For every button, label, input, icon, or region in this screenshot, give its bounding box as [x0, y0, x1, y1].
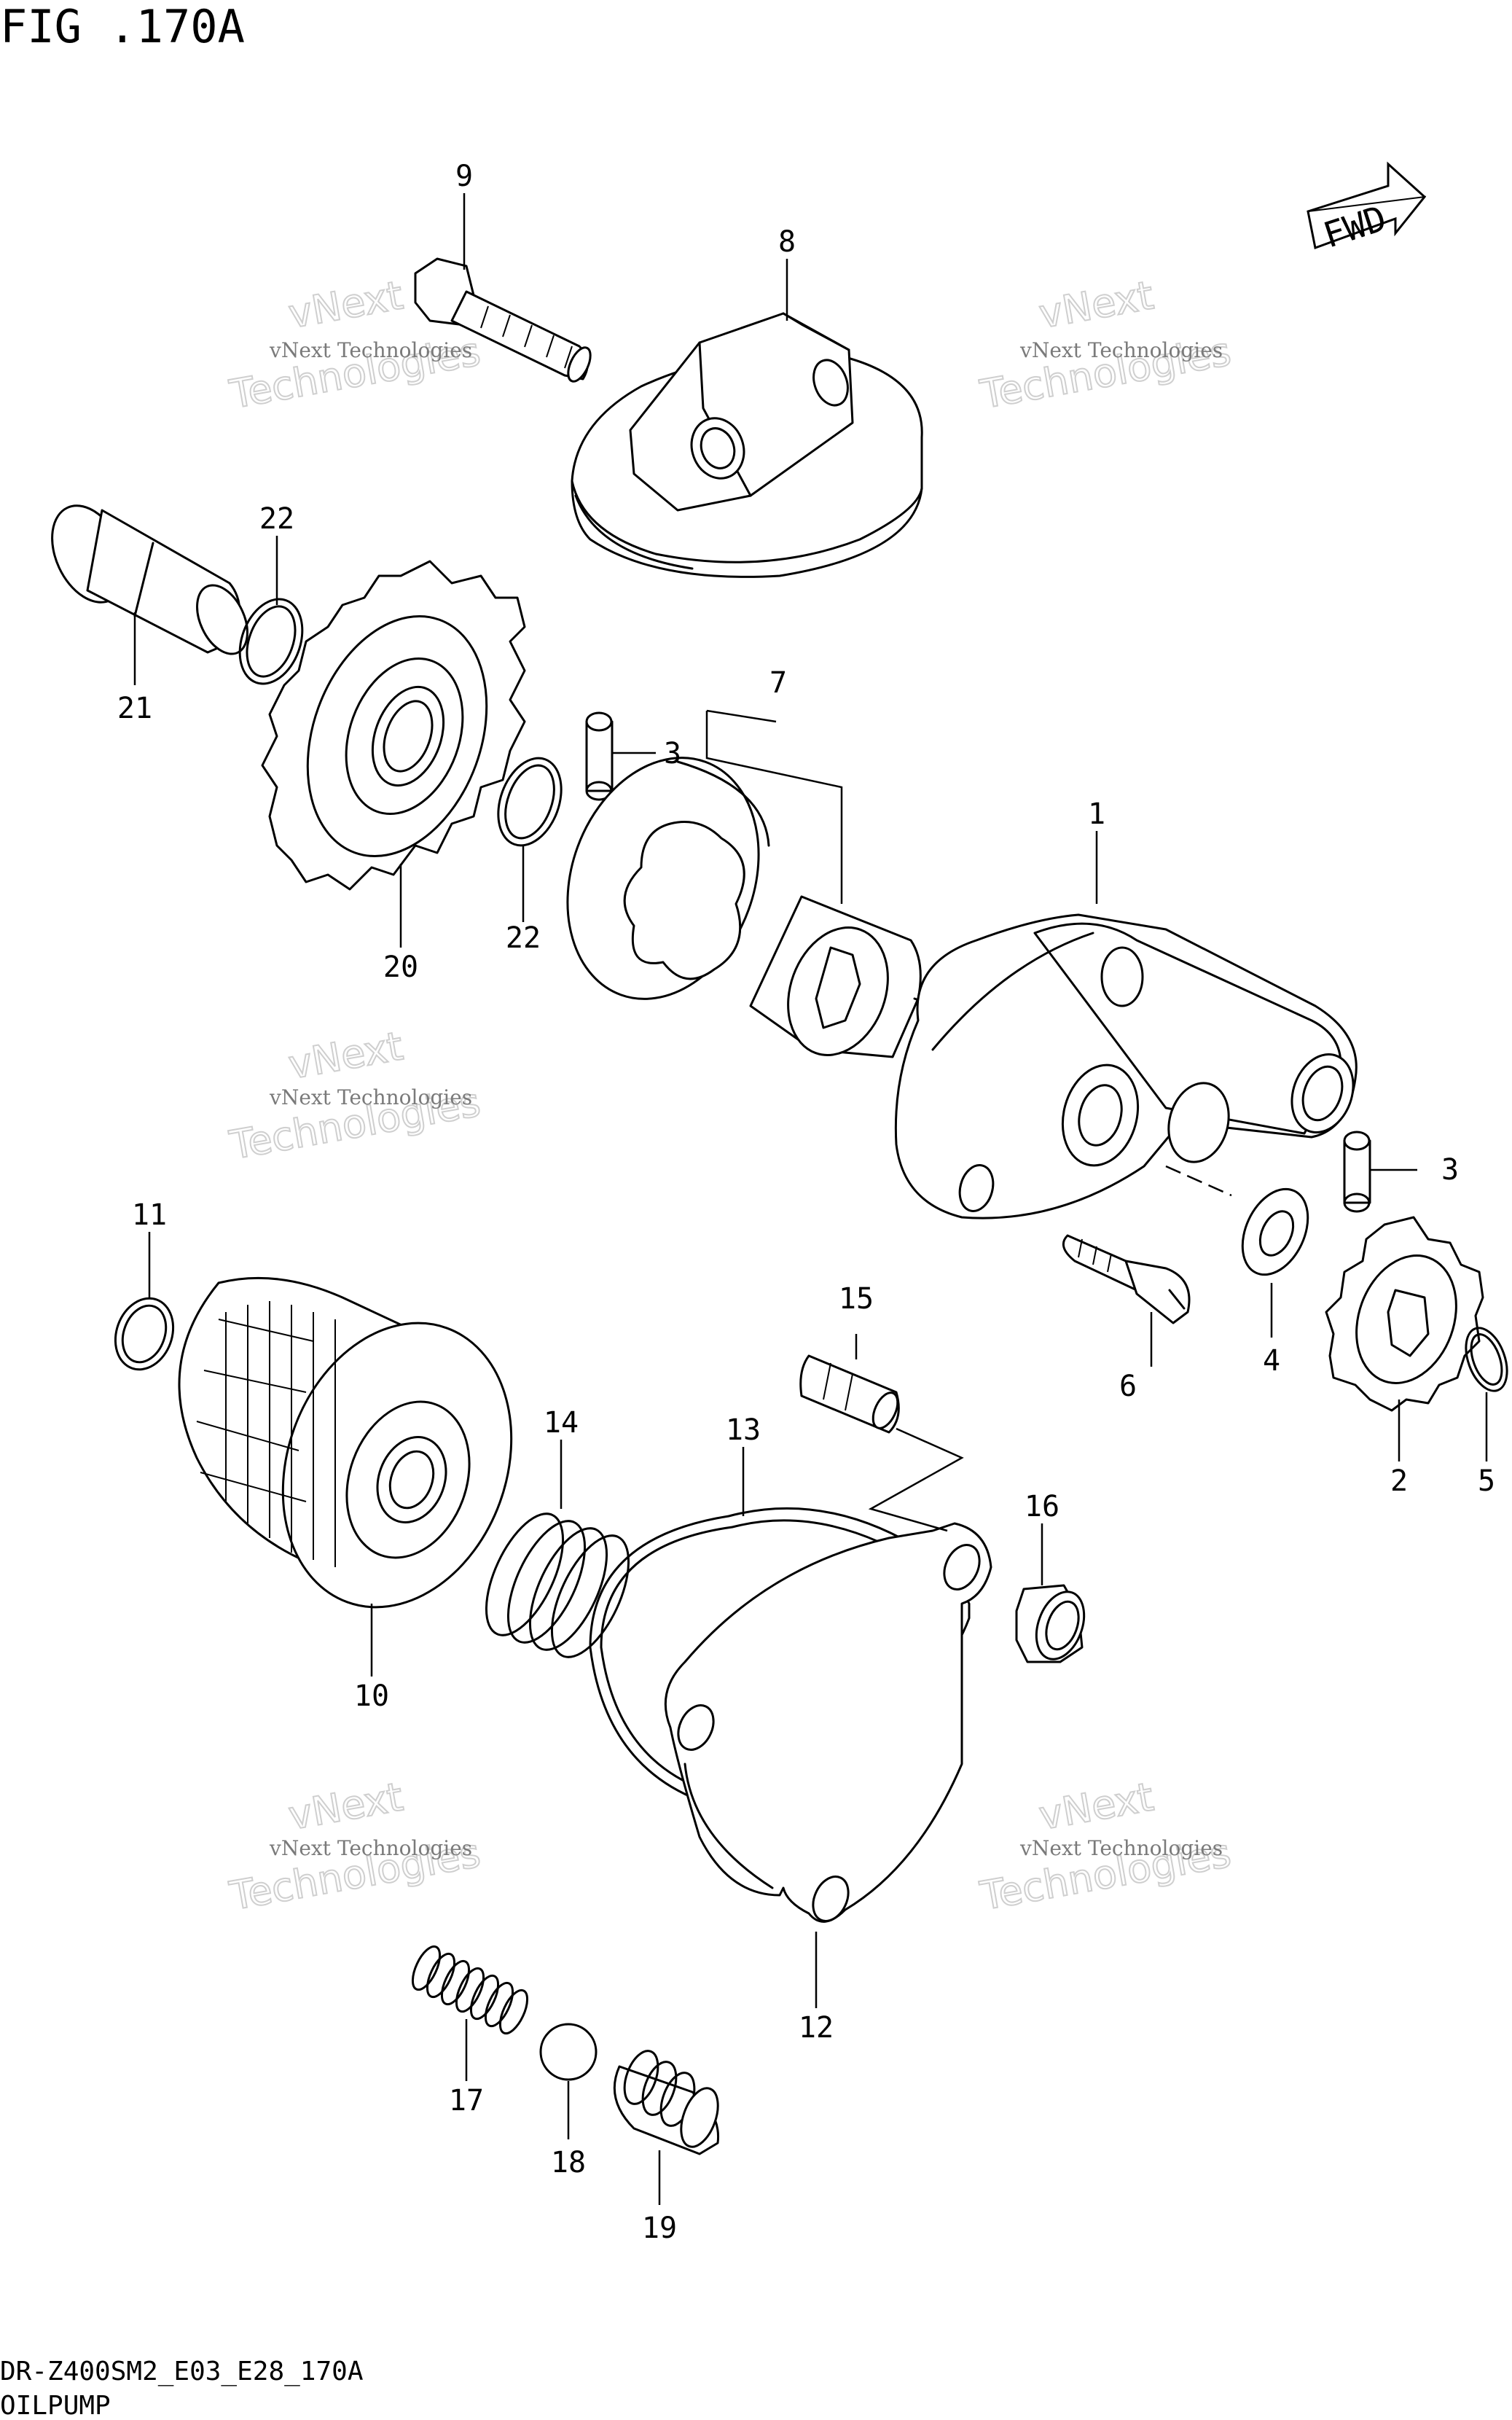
callout-3-lower: 3	[1441, 1153, 1459, 1187]
part-22-circlip-lower[interactable]	[487, 749, 573, 854]
callout-13: 13	[726, 1413, 761, 1447]
part-6-screw[interactable]	[1062, 1234, 1191, 1324]
callout-19: 19	[642, 2212, 677, 2245]
callout-5: 5	[1478, 1464, 1495, 1498]
svg-text:vNext Technologies: vNext Technologies	[269, 1085, 472, 1109]
part-15-dowel-pin[interactable]	[799, 1354, 903, 1434]
part-7-rotor-set[interactable]	[535, 709, 978, 1069]
part-10-oil-filter[interactable]	[178, 1276, 549, 1639]
part-2-pump-gear[interactable]	[1325, 1216, 1484, 1412]
svg-text:vNext: vNext	[285, 1773, 406, 1838]
callout-20: 20	[383, 951, 418, 984]
part-3-pin-lower[interactable]	[1343, 1131, 1371, 1213]
part-8-oil-strainer-cap[interactable]	[571, 312, 923, 578]
part-21-shaft[interactable]	[38, 494, 258, 662]
watermark-bottom-right: vNext Technologies vNext Technologies	[976, 1773, 1235, 1920]
svg-text:vNext: vNext	[1035, 1773, 1156, 1838]
fwd-arrow-icon: FWD	[1307, 161, 1427, 257]
watermark-top-right: vNext Technologies vNext Technologies	[976, 271, 1235, 418]
part-18-check-ball[interactable]	[539, 2023, 598, 2081]
callout-2: 2	[1390, 1464, 1408, 1498]
callout-6: 6	[1119, 1370, 1137, 1403]
section-name: OILPUMP	[0, 2391, 111, 2420]
svg-text:vNext Technologies: vNext Technologies	[1019, 1836, 1223, 1860]
callout-10: 10	[354, 1679, 389, 1713]
callout-11: 11	[132, 1198, 167, 1232]
part-12-oil-pump-cover[interactable]	[664, 1522, 992, 1927]
part-16-plug[interactable]	[1015, 1584, 1093, 1666]
leader-lines	[133, 193, 1488, 2205]
svg-text:vNext: vNext	[285, 272, 406, 337]
callout-9: 9	[455, 160, 473, 193]
watermark-mid-left: vNext Technologies vNext Technologies	[225, 1022, 485, 1169]
svg-text:vNext Technologies: vNext Technologies	[269, 1836, 472, 1860]
callout-1: 1	[1088, 797, 1105, 831]
callout-22-upper: 22	[259, 502, 294, 536]
svg-text:vNext Technologies: vNext Technologies	[1019, 338, 1223, 362]
part-19-relief-plug[interactable]	[613, 2046, 725, 2155]
svg-text:vNext Technologies: vNext Technologies	[269, 338, 472, 362]
part-1-oil-pump-body[interactable]	[894, 913, 1363, 1219]
callout-labels: 9 8 22 21 20 3 22 7 1 3 4 6 2 5 11 10 14…	[117, 160, 1495, 2245]
callout-18: 18	[551, 2146, 586, 2179]
callout-17: 17	[449, 2084, 484, 2118]
callout-14: 14	[544, 1406, 579, 1440]
part-3-pin-upper[interactable]	[585, 711, 614, 801]
svg-text:vNext: vNext	[285, 1023, 406, 1088]
part-14-spring[interactable]	[471, 1503, 645, 1668]
callout-22-lower: 22	[506, 921, 541, 955]
callout-3-upper: 3	[664, 737, 681, 770]
watermark-bottom-left: vNext Technologies vNext Technologies	[225, 1773, 485, 1920]
figure-title: FIG .170A	[0, 0, 245, 53]
callout-21: 21	[117, 692, 152, 725]
model-code: DR-Z400SM2_E03_E28_170A	[0, 2357, 364, 2386]
part-11-o-ring[interactable]	[106, 1290, 183, 1378]
part-5-circlip[interactable]	[1458, 1322, 1512, 1397]
callout-15: 15	[839, 1282, 874, 1316]
part-9-bolt[interactable]	[414, 257, 595, 385]
callout-8: 8	[778, 225, 796, 259]
callout-16: 16	[1025, 1490, 1059, 1523]
part-4-washer[interactable]	[1230, 1179, 1321, 1285]
callout-12: 12	[799, 2011, 834, 2045]
part-22-circlip-upper[interactable]	[229, 590, 313, 692]
callout-4: 4	[1263, 1344, 1280, 1378]
part-20-pump-gear[interactable]	[261, 560, 526, 891]
callout-7: 7	[769, 666, 787, 700]
svg-text:vNext: vNext	[1035, 272, 1156, 337]
part-17-relief-spring[interactable]	[407, 1943, 533, 2037]
